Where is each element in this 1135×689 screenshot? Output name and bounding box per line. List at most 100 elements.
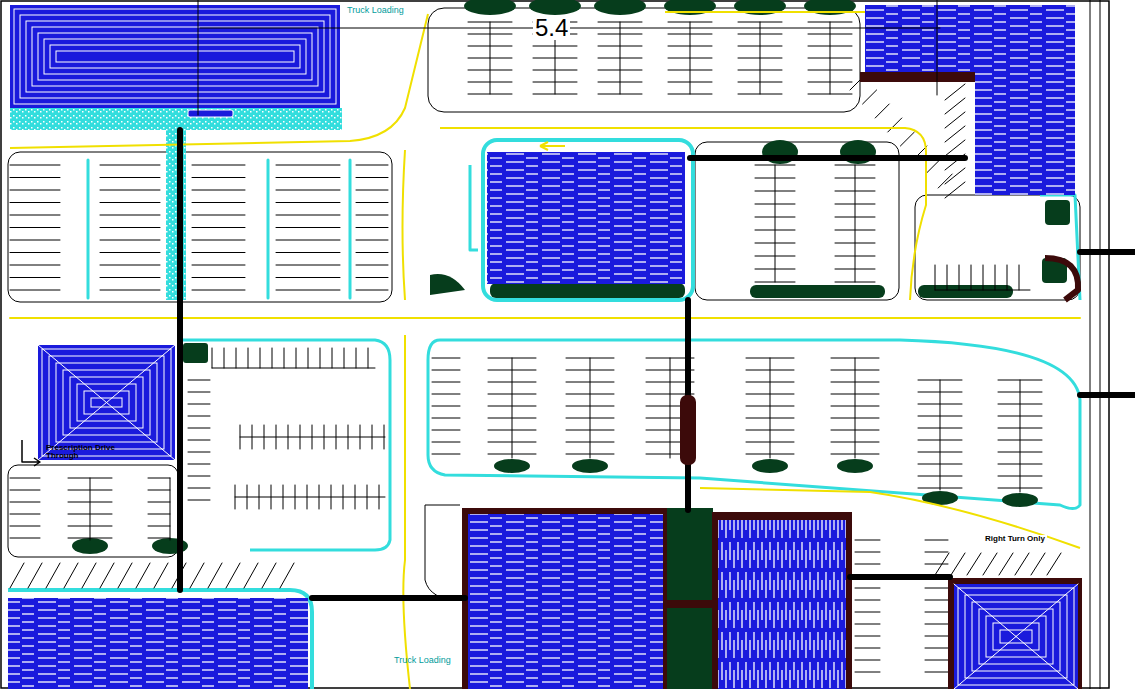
parking-stall — [332, 348, 333, 368]
stall-line — [10, 190, 60, 191]
landscape-island — [430, 274, 465, 295]
landscape-island — [667, 508, 713, 689]
parking-stall — [983, 265, 984, 290]
site-note: Truck Loading — [347, 6, 409, 15]
parking-stall — [835, 282, 875, 283]
hatch-line — [100, 563, 114, 588]
utility-vault — [680, 395, 696, 465]
parking-curb — [425, 505, 460, 600]
building-roof — [718, 520, 846, 689]
parking-stall — [668, 22, 712, 23]
roof-hip — [954, 637, 1016, 689]
parking-spine — [1020, 380, 1021, 492]
parking-stall — [995, 265, 996, 290]
walkway — [10, 108, 342, 130]
stall-line — [10, 252, 60, 253]
hatch-line — [262, 563, 276, 588]
parking-stall — [598, 94, 642, 95]
parking-stall — [248, 348, 249, 368]
stall-line — [100, 177, 160, 178]
stall-line — [192, 290, 245, 291]
stall-line — [855, 588, 880, 589]
hatch-line — [888, 118, 902, 132]
parking-stall — [668, 94, 712, 95]
parking-stall — [148, 502, 170, 503]
hatch-line — [863, 90, 877, 104]
stall-line — [356, 240, 388, 241]
building-roof — [8, 598, 308, 689]
parking-stall — [598, 82, 642, 83]
stall-line — [188, 392, 210, 393]
parking-stall — [755, 243, 795, 244]
sheet-border — [1, 1, 1109, 688]
hatch-line — [945, 98, 965, 114]
parking-stall — [755, 191, 795, 192]
utility-line — [1080, 392, 1135, 398]
stall-line — [276, 277, 340, 278]
hatch-line — [280, 563, 294, 588]
parking-stall — [533, 82, 577, 83]
parking-stall — [755, 269, 795, 270]
road-centerline — [403, 335, 410, 689]
parking-stall — [998, 416, 1042, 417]
stall-line — [10, 265, 60, 266]
building-roof — [487, 152, 685, 284]
parking-stall — [831, 370, 879, 371]
parking-stall — [738, 70, 782, 71]
site-note: Truck Loading — [394, 656, 456, 665]
parking-stall — [971, 265, 972, 290]
parking-stall — [831, 442, 879, 443]
hatch-line — [1015, 553, 1029, 575]
parking-stall — [947, 265, 948, 290]
parking-stall — [998, 392, 1042, 393]
parking-curb — [915, 195, 1080, 300]
landscape-island — [490, 283, 685, 298]
traffic-arrow — [470, 165, 478, 250]
parking-stall — [668, 82, 712, 83]
landscape-island — [750, 285, 885, 298]
stall-line — [855, 564, 880, 565]
parking-stall — [835, 256, 875, 257]
parking-stall — [319, 485, 320, 509]
parking-stall — [566, 382, 614, 383]
hatch-line — [118, 563, 132, 588]
road-edge — [1100, 0, 1101, 689]
parking-curb — [8, 465, 178, 557]
stall-line — [100, 215, 160, 216]
stall-line — [10, 538, 40, 539]
stall-line — [925, 612, 948, 613]
stall-line — [855, 612, 880, 613]
parking-stall — [235, 485, 236, 509]
stall-line — [192, 252, 245, 253]
parking-stall — [488, 394, 536, 395]
parking-stall — [746, 454, 794, 455]
road-centerline — [440, 128, 926, 300]
parking-stall — [148, 514, 170, 515]
parking-stall — [808, 58, 852, 59]
parking-stall — [468, 70, 512, 71]
stall-line — [10, 202, 60, 203]
parking-stall — [831, 406, 879, 407]
hatch-line — [967, 553, 981, 575]
parking-stall — [348, 425, 349, 449]
hatch-line — [935, 553, 949, 575]
parking-stall — [598, 34, 642, 35]
stall-line — [188, 428, 210, 429]
parking-spine — [770, 358, 771, 458]
stall-line — [10, 277, 60, 278]
stall-line — [188, 476, 210, 477]
parking-spine — [512, 358, 513, 458]
parking-stall — [831, 430, 879, 431]
stall-line — [925, 600, 948, 601]
parking-stall — [755, 178, 795, 179]
building-roof — [865, 5, 1075, 195]
parking-stall — [566, 418, 614, 419]
stall-line — [276, 202, 340, 203]
parking-stall — [755, 230, 795, 231]
parking-spine — [170, 478, 171, 540]
building-curb — [483, 140, 693, 300]
parking-stall — [360, 425, 361, 449]
utility-line — [312, 595, 465, 601]
parking-stall — [468, 58, 512, 59]
